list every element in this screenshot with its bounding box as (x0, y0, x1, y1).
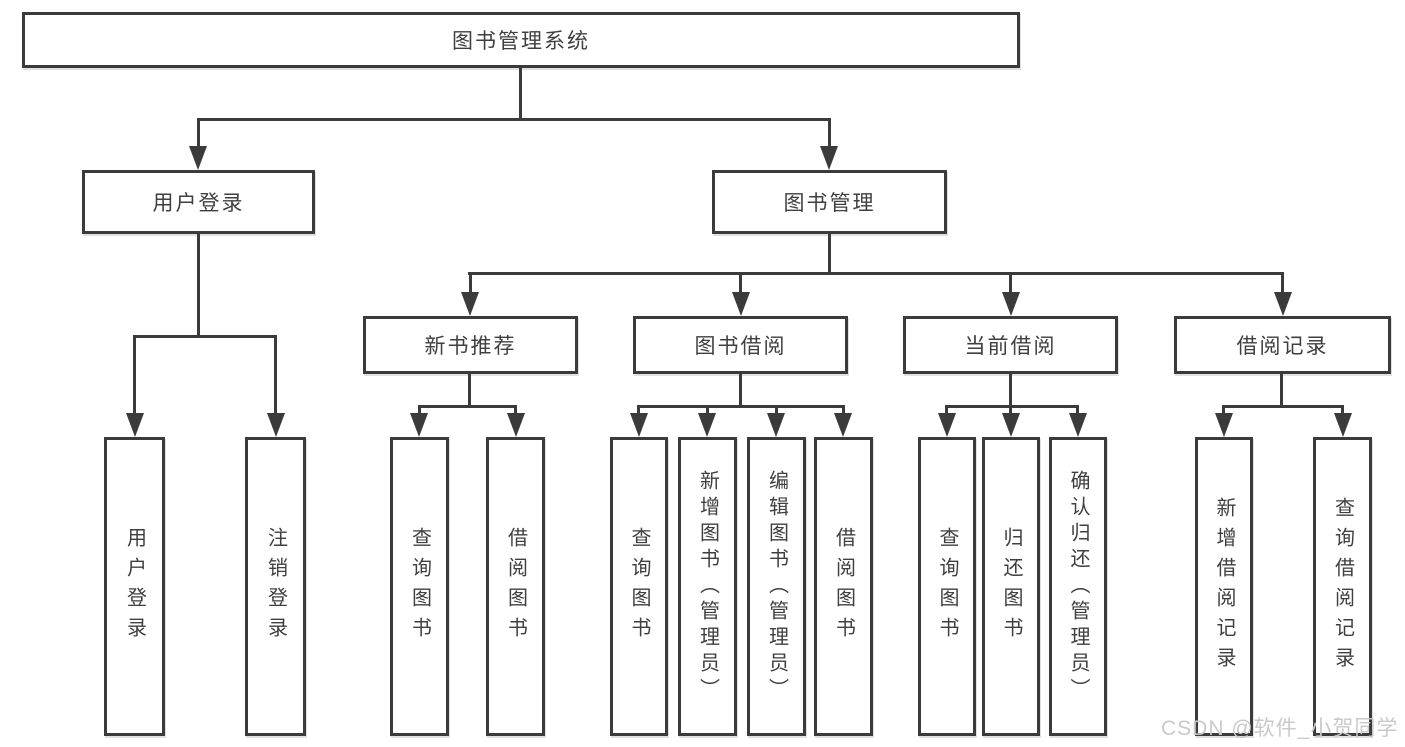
connector-line (637, 405, 640, 415)
node-user-login: 用户登录 (82, 170, 315, 234)
node-borrowing-records: 借阅记录 (1174, 316, 1391, 374)
leaf-br-query-record: 查询借阅记录 (1313, 437, 1372, 736)
leaf-bb-add-books-label: 新增图书（管理员） (696, 469, 719, 704)
leaf-cb-confirm-return: 确认归还（管理员） (1049, 437, 1107, 736)
arrow-down-icon (1069, 413, 1087, 437)
arrow-down-icon (630, 413, 648, 437)
arrow-down-icon (834, 413, 852, 437)
arrow-down-icon (1002, 413, 1020, 437)
node-current-borrowing: 当前借阅 (903, 316, 1118, 374)
connector-line (468, 272, 1283, 275)
connector-line (945, 405, 1079, 408)
leaf-user-login-label: 用户登录 (123, 526, 146, 647)
connector-line (197, 234, 200, 337)
leaf-cb-confirm-return-label: 确认归还（管理员） (1067, 469, 1089, 704)
connector-line (133, 335, 277, 338)
arrow-down-icon (732, 292, 750, 316)
leaf-nbr-query-books-label: 查询图书 (408, 526, 431, 647)
csdn-watermark: CSDN @软件_小贺同学 (1161, 717, 1399, 740)
node-new-book-recommend: 新书推荐 (363, 316, 578, 374)
connector-line (514, 405, 517, 415)
leaf-bb-edit-books-label: 编辑图书（管理员） (765, 469, 788, 704)
node-book-borrowing-label: 图书借阅 (694, 335, 787, 358)
node-root-label: 图书管理系统 (452, 30, 590, 53)
arrow-down-icon (1274, 292, 1292, 316)
connector-line (739, 374, 742, 408)
connector-line (1009, 374, 1012, 408)
node-current-borrowing-label: 当前借阅 (964, 335, 1057, 358)
connector-line (1076, 405, 1079, 415)
connector-line (828, 118, 831, 150)
connector-line (739, 272, 742, 294)
leaf-logout-label: 注销登录 (264, 526, 287, 647)
arrow-down-icon (461, 292, 479, 316)
node-root: 图书管理系统 (22, 12, 1020, 68)
node-user-login-label: 用户登录 (152, 192, 245, 215)
connector-line (945, 405, 948, 415)
leaf-br-add-record: 新增借阅记录 (1195, 437, 1253, 736)
connector-line (1280, 374, 1283, 408)
leaf-bb-query-books-label: 查询图书 (628, 526, 650, 647)
connector-line (418, 405, 517, 408)
connector-line (1222, 405, 1225, 415)
leaf-bb-borrow-books: 借阅图书 (814, 437, 873, 736)
connector-line (1341, 405, 1344, 415)
connector-line (418, 405, 421, 415)
leaf-cb-query-books: 查询图书 (918, 437, 976, 736)
arrow-down-icon (189, 146, 207, 170)
arrow-down-icon (938, 413, 956, 437)
node-borrowing-records-label: 借阅记录 (1236, 335, 1329, 358)
connector-line (1222, 405, 1344, 408)
arrow-down-icon (1002, 292, 1020, 316)
leaf-logout: 注销登录 (245, 437, 306, 736)
leaf-bb-add-books: 新增图书（管理员） (678, 437, 737, 736)
connector-line (1281, 272, 1284, 294)
leaf-bb-query-books: 查询图书 (610, 437, 668, 736)
connector-line (842, 405, 845, 415)
leaf-nbr-borrow-books-label: 借阅图书 (504, 526, 527, 647)
arrow-down-icon (820, 146, 838, 170)
connector-line (469, 272, 472, 294)
leaf-user-login: 用户登录 (104, 437, 165, 736)
arrow-down-icon (267, 413, 285, 437)
connector-line (828, 234, 831, 275)
connector-line (706, 405, 709, 415)
connector-line (197, 118, 831, 121)
arrow-down-icon (1215, 413, 1233, 437)
connector-line (637, 405, 845, 408)
connector-line (274, 335, 277, 417)
leaf-nbr-borrow-books: 借阅图书 (486, 437, 545, 736)
arrow-down-icon (767, 413, 785, 437)
leaf-cb-query-books-label: 查询图书 (936, 526, 958, 647)
node-new-book-recommend-label: 新书推荐 (424, 335, 517, 358)
leaf-br-query-record-label: 查询借阅记录 (1331, 496, 1354, 677)
node-book-management: 图书管理 (712, 170, 947, 234)
leaf-cb-return-books-label: 归还图书 (1000, 526, 1022, 647)
leaf-nbr-query-books: 查询图书 (390, 437, 449, 736)
leaf-br-add-record-label: 新增借阅记录 (1213, 496, 1235, 677)
connector-line (1009, 405, 1012, 415)
connector-line (133, 335, 136, 417)
arrow-down-icon (410, 413, 428, 437)
arrow-down-icon (126, 413, 144, 437)
node-book-borrowing: 图书借阅 (633, 316, 848, 374)
leaf-cb-return-books: 归还图书 (982, 437, 1040, 736)
connector-line (468, 374, 471, 408)
arrow-down-icon (507, 413, 525, 437)
connector-line (775, 405, 778, 415)
node-book-management-label: 图书管理 (783, 192, 876, 215)
arrow-down-icon (1334, 413, 1352, 437)
leaf-bb-borrow-books-label: 借阅图书 (832, 526, 855, 647)
connector-line (1009, 272, 1012, 294)
leaf-bb-edit-books: 编辑图书（管理员） (747, 437, 806, 736)
connector-line (197, 118, 200, 150)
connector-line (519, 68, 522, 120)
arrow-down-icon (698, 413, 716, 437)
